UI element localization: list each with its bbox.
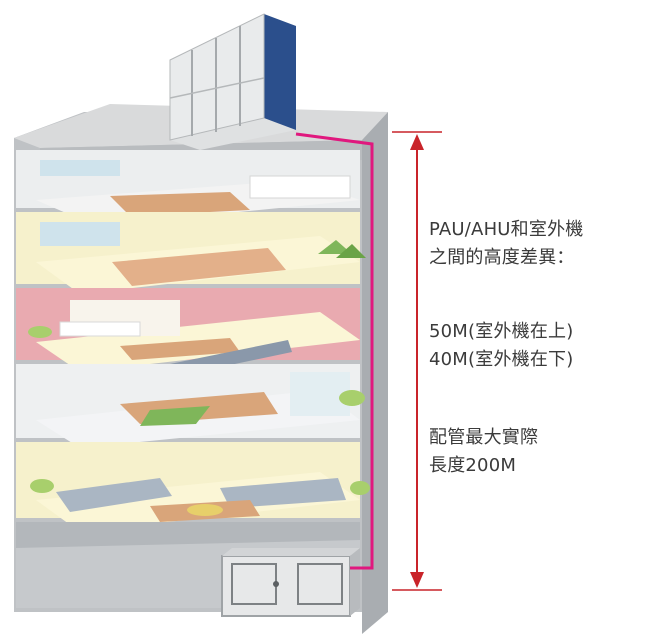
floor-6	[16, 150, 360, 226]
pipe-line-1: 配管最大實際	[429, 427, 539, 448]
floor-3	[16, 364, 365, 448]
refrigerant-pipe	[295, 132, 374, 570]
floor-4	[16, 288, 360, 378]
spec-outdoor-above: 50M(室外機在上)	[429, 321, 574, 342]
floor-5	[16, 212, 366, 294]
heading-line-2: 之間的高度差異：	[429, 247, 575, 268]
vrf-outdoor-unit-icon	[169, 13, 296, 150]
spec-outdoor-below: 40M(室外機在下)	[429, 349, 574, 370]
floor-2	[16, 442, 370, 532]
max-pipe-length: 配管最大實際 長度200M	[429, 424, 538, 480]
height-difference-heading: PAU/AHU和室外機 之間的高度差異：	[429, 216, 583, 272]
air-handling-unit-icon	[221, 548, 360, 617]
height-dimension-arrow	[392, 131, 442, 591]
heading-line-1: PAU/AHU和室外機	[429, 219, 584, 240]
height-difference-specs: 50M(室外機在上) 40M(室外機在下)	[429, 318, 573, 374]
pipe-line-2: 長度200M	[429, 455, 517, 476]
